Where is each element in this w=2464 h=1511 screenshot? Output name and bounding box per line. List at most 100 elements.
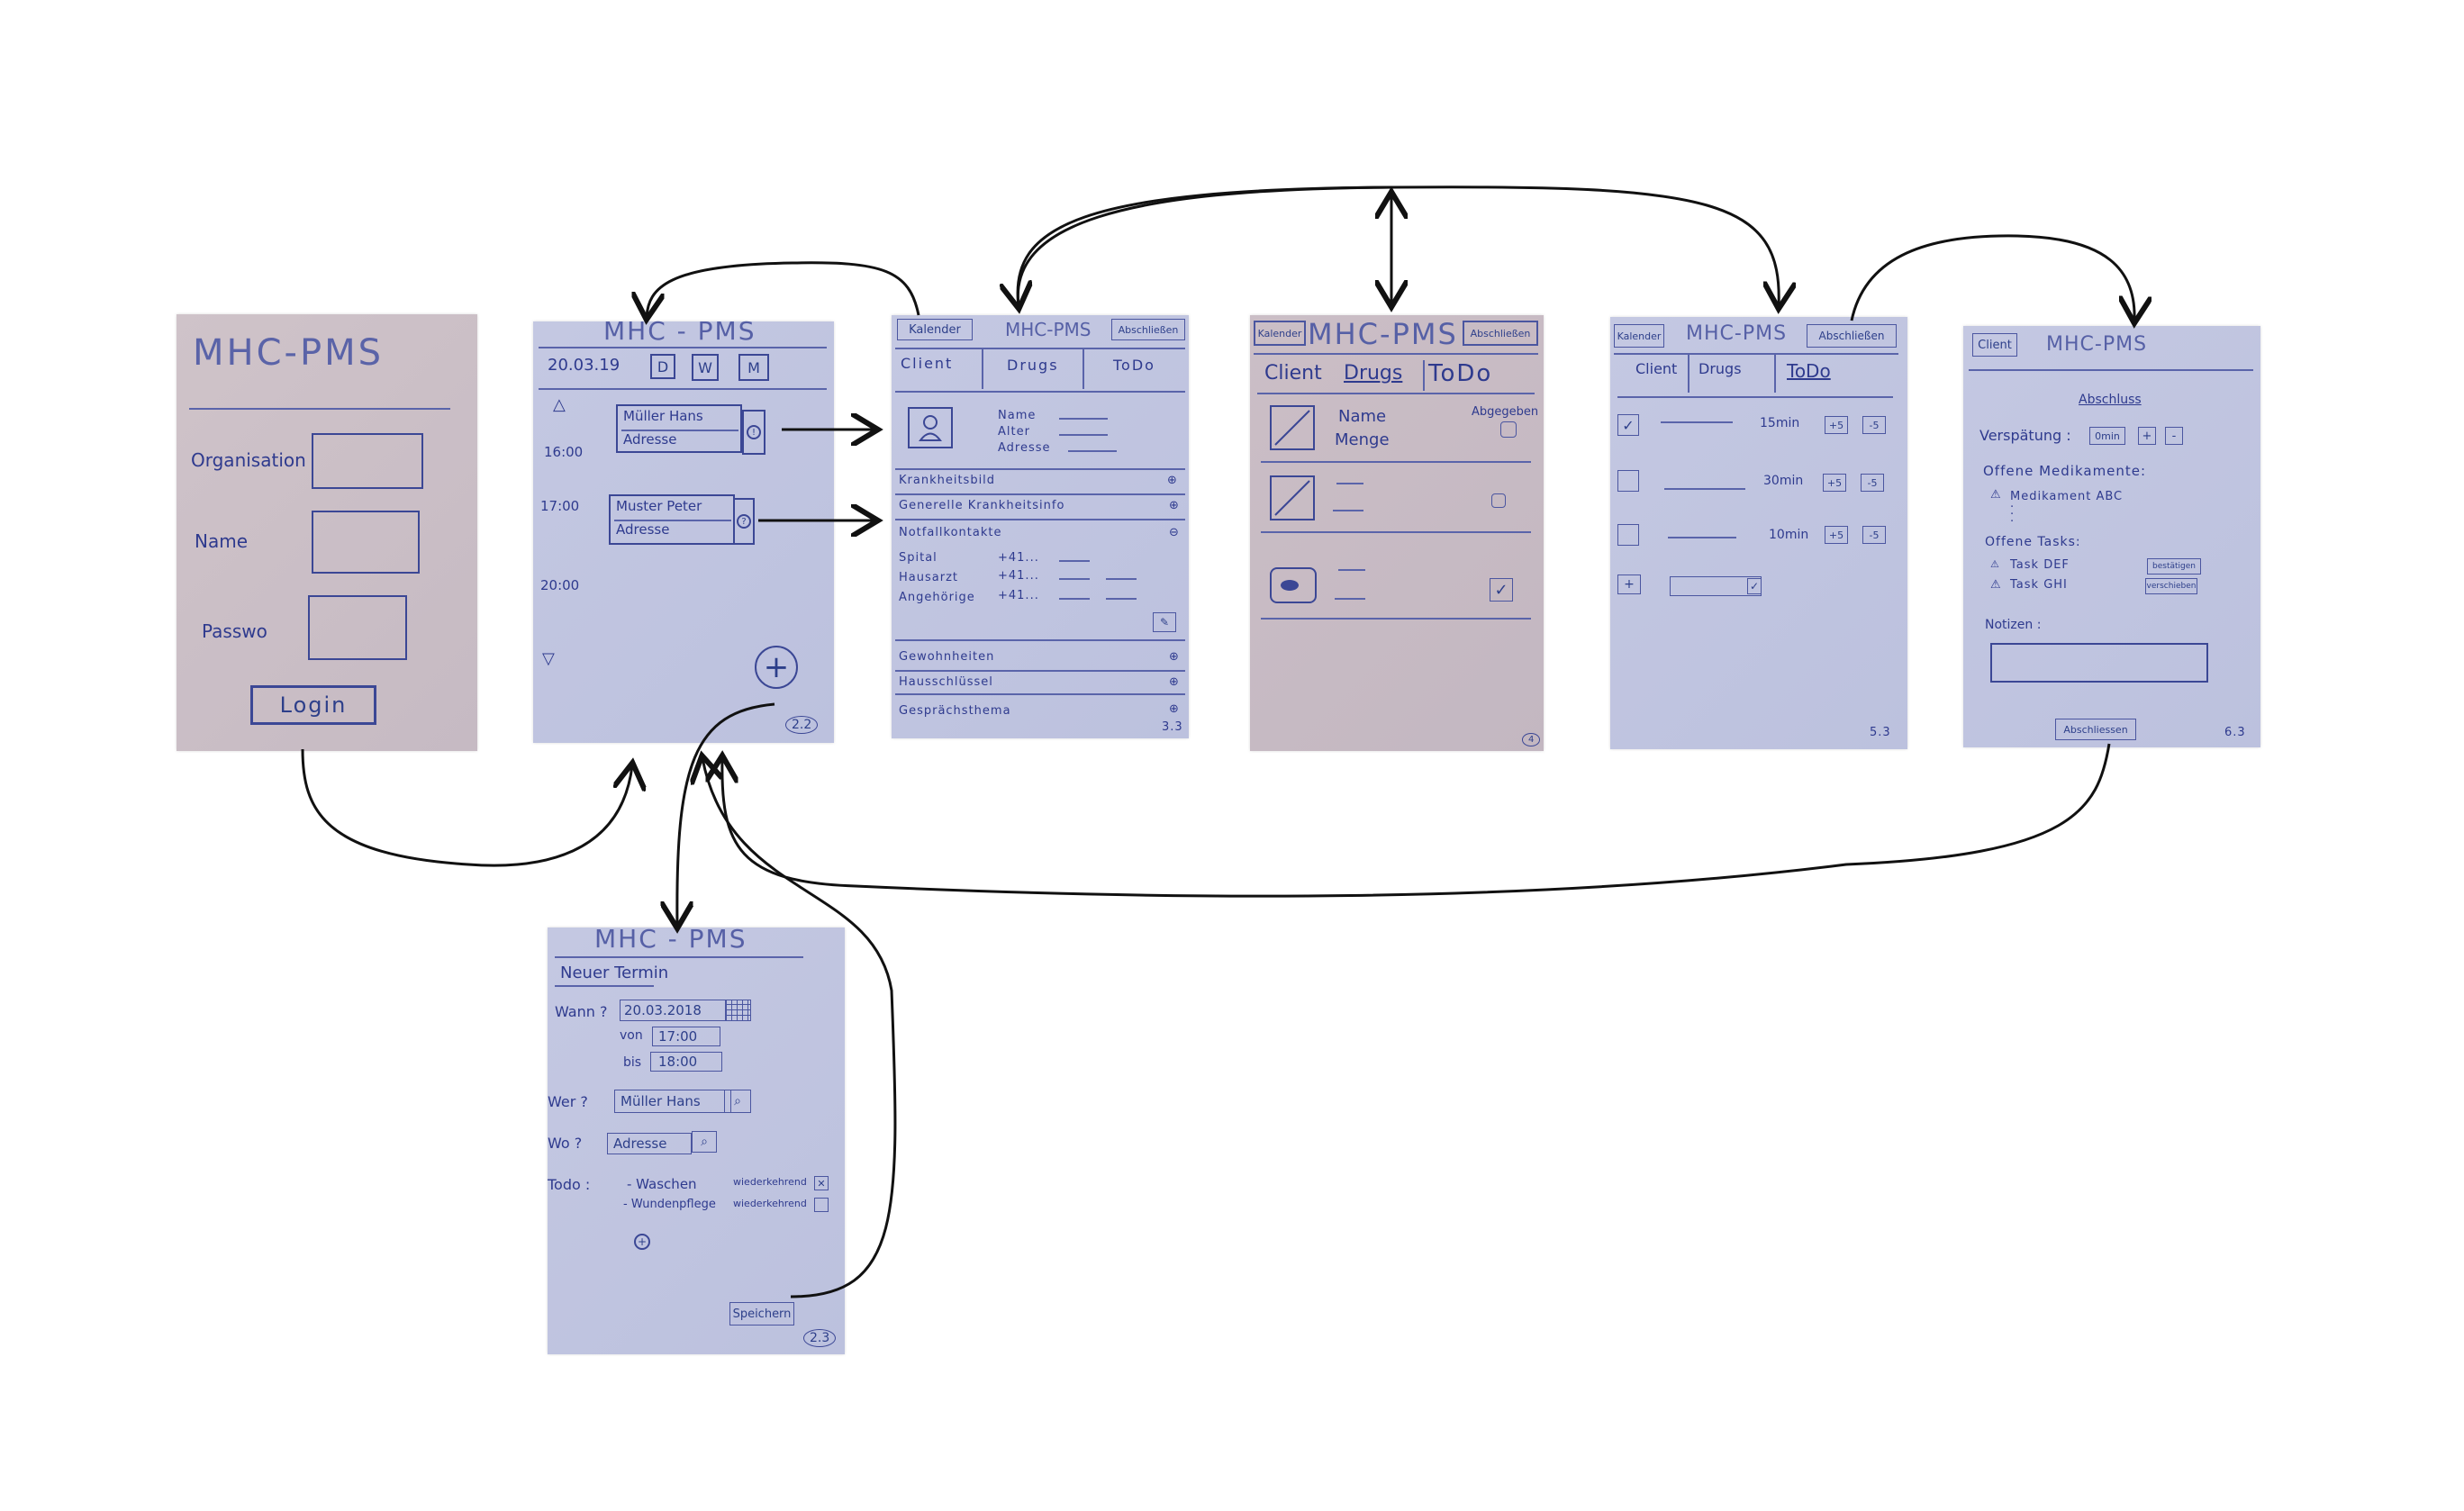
todo-1-checkbox[interactable]: ✓ [1617,414,1639,436]
verspaetung-value-text: 0min [2095,430,2120,442]
arrow-abschluss-to-calendar [722,743,2111,898]
add-todo-button[interactable]: + [1617,575,1641,594]
info-icon: ! [747,425,761,439]
collapse-icon[interactable]: ⊖ [1169,526,1180,539]
verspaetung-minus[interactable]: - [2165,427,2183,445]
abschliessen-button[interactable]: Abschließen [1463,321,1538,346]
kalender-button[interactable]: Kalender [1614,324,1664,348]
kalender-button[interactable]: Kalender [897,319,973,340]
calendar-picker-icon[interactable] [726,1000,751,1021]
todo-1-minus5[interactable]: -5 [1862,416,1886,434]
task-2: Task GHI [2010,578,2068,592]
arrow-client-to-calendar [647,261,920,317]
von-input[interactable]: 17:00 [652,1027,720,1046]
todo-2-minus5[interactable]: -5 [1861,474,1884,492]
notizen-field[interactable] [1990,643,2208,683]
abschliessen-button[interactable]: Abschließen [1111,319,1185,340]
org-field[interactable] [312,433,423,489]
appointment-1-info[interactable]: ! [742,410,765,455]
abschliessen-button[interactable]: Abschliessen [2055,719,2136,740]
add-todo-button[interactable]: + [634,1234,650,1250]
todo-2-plus5[interactable]: +5 [1823,474,1846,492]
pill-icon [1274,480,1310,516]
edit-button[interactable]: ✎ [1153,612,1176,632]
phone-1: +41... [998,551,1039,565]
bestaetigen-button[interactable]: bestätigen [2147,558,2201,575]
von-label: von [620,1028,643,1043]
section-gespraechsthema[interactable]: Gesprächsthema [899,704,1011,718]
todo-3-minus5[interactable]: -5 [1862,526,1886,544]
view-month-button[interactable]: M [738,354,769,381]
section-gewohnheiten[interactable]: Gewohnheiten [899,650,995,664]
verspaetung-plus[interactable]: + [2138,427,2156,445]
wo-input[interactable]: Adresse [607,1133,692,1154]
scroll-up-icon[interactable]: △ [553,395,566,414]
section-generelle-info[interactable]: Generelle Krankheitsinfo [899,499,1065,512]
client-button[interactable]: Client [1972,333,2017,357]
appointment-2[interactable]: Muster Peter Adresse [609,494,735,545]
name-label: Name [195,530,249,552]
speichern-button[interactable]: Speichern [729,1302,794,1326]
tab-drugs[interactable]: Drugs [1007,357,1059,374]
calendar-date: 20.03.19 [548,356,621,375]
org-label: Organisation [191,449,306,471]
tab-client[interactable]: Client [1635,360,1678,377]
help-icon: ? [737,514,751,529]
tab-todo[interactable]: ToDo [1113,357,1155,374]
abgegeben-label: Abgegeben [1472,405,1539,419]
appointment-1[interactable]: Müller Hans Adresse [616,404,742,453]
drug-menge-label: Menge [1335,430,1390,449]
login-button[interactable]: Login [250,685,376,725]
expand-icon[interactable]: ⊕ [1169,675,1180,689]
tab-todo[interactable]: ToDo [1787,360,1831,382]
bis-label: bis [623,1055,642,1070]
expand-icon[interactable]: ⊕ [1169,499,1180,512]
kalender-button[interactable]: Kalender [1254,321,1306,346]
pencil-icon: ✎ [1159,616,1170,629]
date-input[interactable]: 20.03.2018 [620,1000,726,1021]
todo-2-recurring-checkbox[interactable] [814,1198,829,1212]
drug-2-checkbox[interactable] [1491,493,1506,508]
verschieben-button[interactable]: verschieben [2145,578,2197,594]
section-hausschluessel[interactable]: Hausschlüssel [899,675,993,689]
todo-label: Todo : [548,1176,591,1193]
expand-icon[interactable]: ⊕ [1169,702,1180,716]
tab-drugs[interactable]: Drugs [1699,360,1742,377]
tab-todo[interactable]: ToDo [1428,360,1493,387]
tab-client[interactable]: Client [901,355,954,372]
todo-3-plus5[interactable]: +5 [1825,526,1848,544]
bis-input[interactable]: 18:00 [650,1052,722,1072]
section-krankheitsbild[interactable]: Krankheitsbild [899,474,996,487]
password-field[interactable] [308,595,407,660]
wiederkehrend-label-2: wiederkehrend [733,1198,807,1209]
abschliessen-button[interactable]: Abschließen [1807,324,1897,348]
arrow-hub-to-client [1018,185,1392,306]
time-16: 16:00 [544,444,584,460]
expand-icon[interactable]: ⊕ [1167,474,1178,487]
wo-search-button[interactable]: ⌕ [692,1131,717,1153]
client-avatar [908,407,953,448]
arrow-save-to-calendar [702,758,897,1298]
todo-1-plus5[interactable]: +5 [1825,416,1848,434]
add-appointment-button[interactable]: + [755,646,798,689]
view-week-button[interactable]: W [692,354,719,381]
wo-label: Wo ? [548,1135,583,1152]
wer-search-button[interactable]: ⌕ [724,1090,751,1113]
drug-1-checkbox[interactable] [1500,421,1517,438]
drug-3-checkbox-checked[interactable]: ✓ [1490,578,1513,602]
todo-1-recurring-checkbox[interactable]: ✕ [814,1176,829,1190]
todo-3-checkbox[interactable] [1617,524,1639,546]
view-day-button[interactable]: D [650,354,675,379]
tab-drugs[interactable]: Drugs [1344,362,1403,385]
new-todo-confirm[interactable]: ✓ [1747,578,1762,594]
screen-abschluss: Client MHC-PMS Abschluss Verspätung : 0m… [1963,326,2260,747]
section-notfallkontakte[interactable]: Notfallkontakte [899,526,1002,539]
tab-client[interactable]: Client [1264,362,1322,385]
todo-item-1: - Waschen [627,1176,697,1192]
wer-input[interactable]: Müller Hans [614,1090,731,1113]
scroll-down-icon[interactable]: ▽ [542,649,555,668]
appointment-2-info[interactable]: ? [733,498,755,545]
todo-2-checkbox[interactable] [1617,470,1639,492]
name-field[interactable] [312,511,420,574]
expand-icon[interactable]: ⊕ [1169,650,1180,664]
